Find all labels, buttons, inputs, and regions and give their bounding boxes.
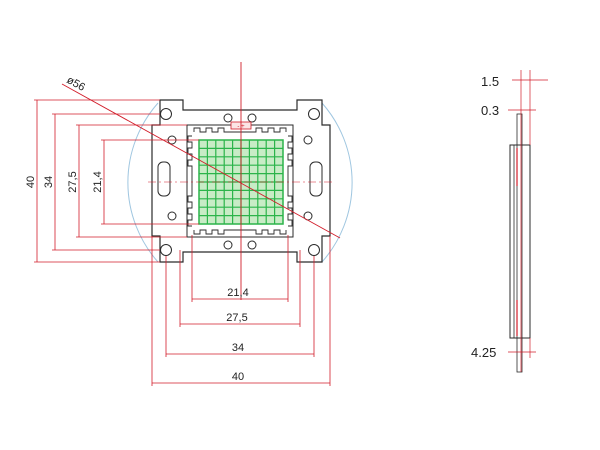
side-dim-label-0-3: 0.3 <box>481 103 499 118</box>
front-view: - + ø56 <box>61 62 353 300</box>
side-slot-left <box>157 161 171 197</box>
vertical-dimensions <box>34 99 199 263</box>
side-slot-right <box>309 161 323 197</box>
comb-frame-right <box>287 135 293 227</box>
mount-hole-top-right <box>308 108 320 120</box>
side-dim-label-4-25: 4.25 <box>471 345 496 360</box>
hdim-label-21-4: 21,4 <box>227 287 248 299</box>
outer-circle-left-arc <box>127 102 159 263</box>
side-view <box>508 70 548 373</box>
side-body <box>509 144 531 339</box>
side-lead-frame <box>516 113 523 373</box>
pad-hole-bottom-left <box>223 240 233 250</box>
vdim-label-21-4: 21,4 <box>92 171 104 192</box>
pad-hole-top-right <box>247 113 257 123</box>
comb-frame-top <box>193 127 287 133</box>
pad-hole-bottom-right <box>247 240 257 250</box>
mount-hole-bottom-right <box>308 244 320 256</box>
comb-frame-bottom <box>193 229 287 235</box>
mount-hole-bottom-left <box>160 244 172 256</box>
diameter-label: ø56 <box>65 74 87 94</box>
vdim-label-40: 40 <box>25 176 37 188</box>
mount-hole-top-left <box>160 108 172 120</box>
side-hole-left-bottom <box>167 211 177 221</box>
comb-frame-left <box>187 135 193 227</box>
side-dim-label-1-5: 1.5 <box>481 74 499 89</box>
outer-circle-right-arc <box>321 102 353 263</box>
horizontal-dimensions <box>151 235 331 386</box>
vdim-label-27-5: 27,5 <box>67 171 79 192</box>
vdim-label-34: 34 <box>43 176 55 188</box>
hdim-label-27-5: 27,5 <box>226 312 247 324</box>
pad-hole-top-left <box>223 113 233 123</box>
side-hole-right-top <box>303 135 313 145</box>
diameter-leader-line <box>61 83 341 239</box>
hdim-label-34: 34 <box>232 342 244 354</box>
hdim-label-40: 40 <box>232 371 244 383</box>
